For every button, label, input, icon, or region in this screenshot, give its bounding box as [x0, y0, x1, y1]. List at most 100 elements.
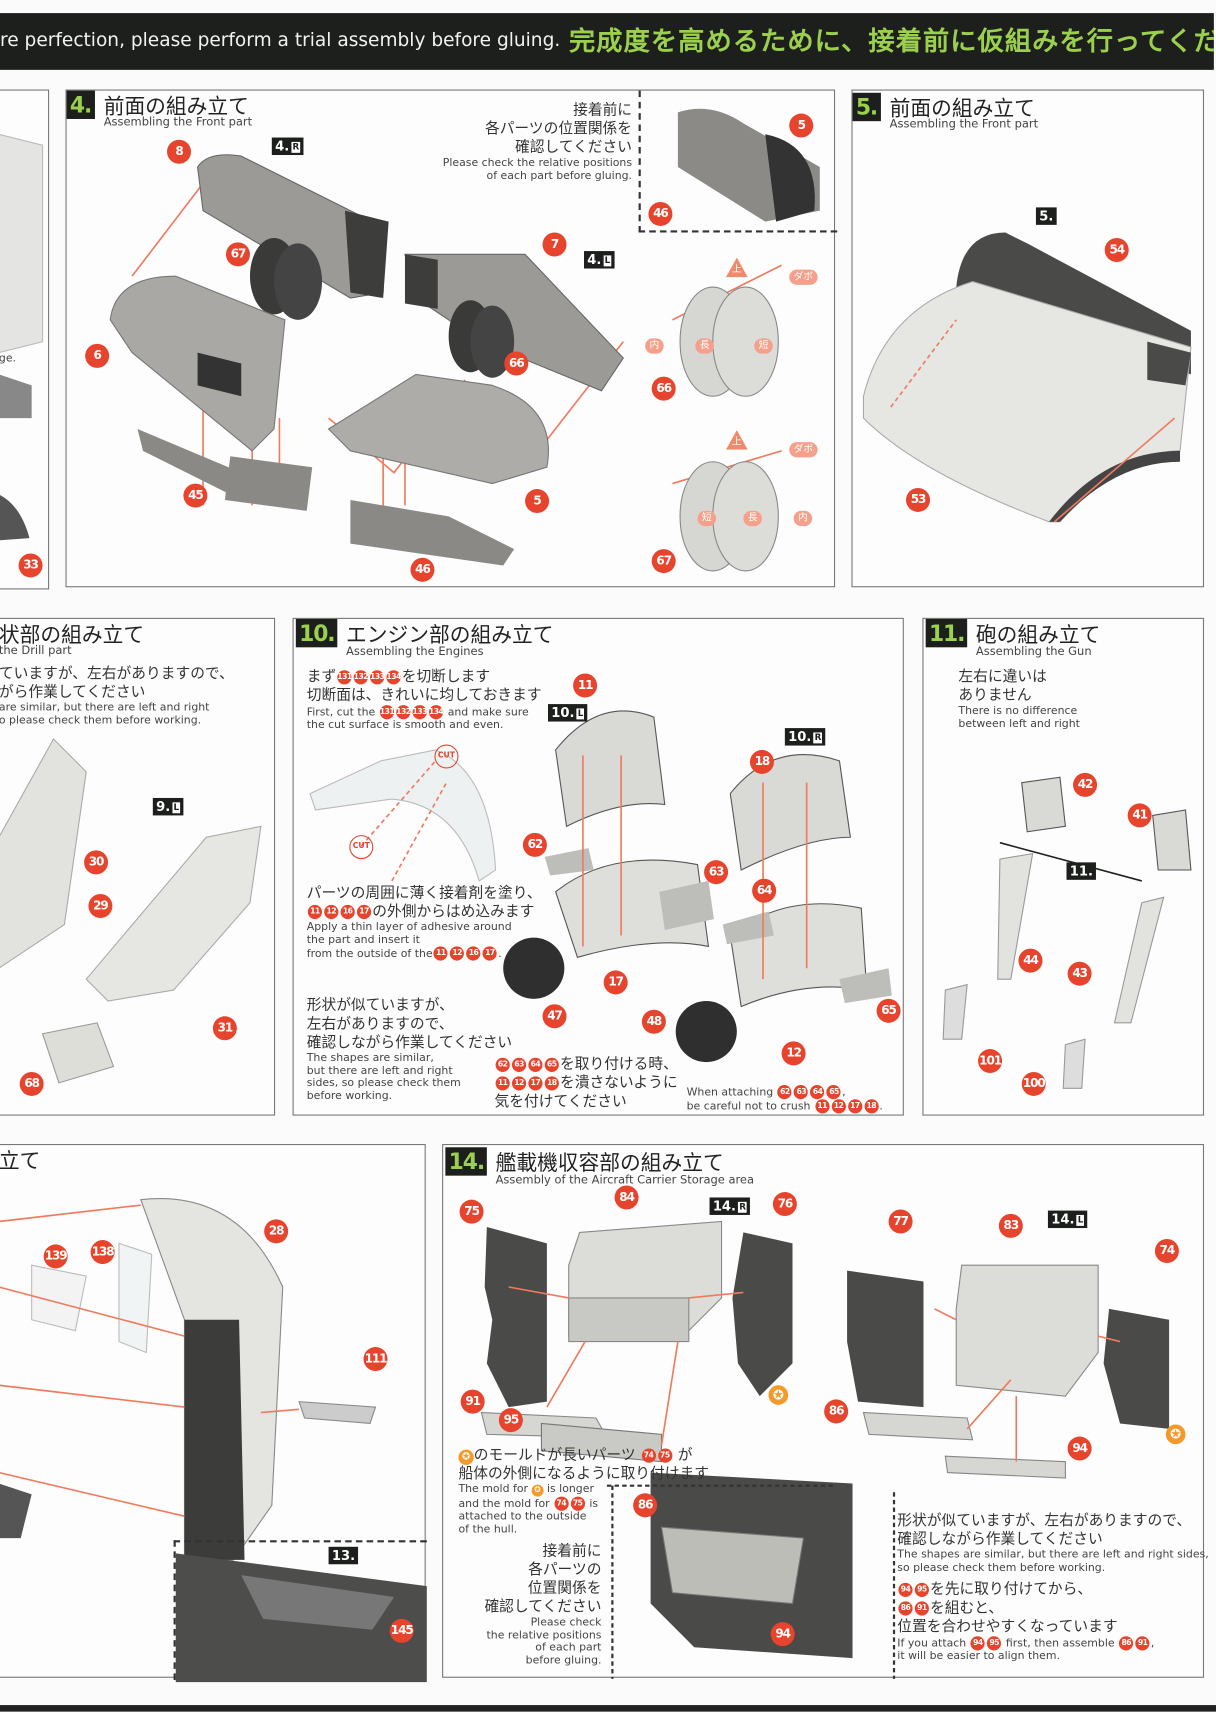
part-badge: 41 — [1127, 803, 1152, 828]
note-line: The mold for ✪ is longer — [458, 1483, 709, 1497]
text: and make sure — [447, 706, 529, 719]
step-subtitle: Assembling the Front part — [103, 115, 253, 129]
part-badge: 18 — [749, 749, 774, 774]
part-badge: 48 — [641, 1009, 666, 1034]
note-line: 確認しながら作業してください — [897, 1530, 1103, 1548]
note-line: 位置関係を — [527, 1579, 602, 1598]
step-4-panel: 4. 前面の組み立て Assembling the Front part 接着前… — [65, 89, 838, 588]
note-line: sides, so please check them — [306, 1077, 461, 1090]
text: が — [677, 1446, 693, 1464]
note-line: 船体の外側になるように取り付けます — [458, 1464, 709, 1483]
check-note: 接着前に 各パーツの位置関係を 確認してください Please check th… — [443, 102, 632, 183]
part-badge: 11 — [573, 673, 598, 698]
note-line: but there are left and right — [306, 1064, 453, 1077]
part-badge: 65 — [876, 998, 901, 1023]
note-line: the cut surface is smooth and even. — [306, 719, 504, 732]
inline-badge: 12 — [324, 904, 339, 919]
note-line: before working. — [306, 1089, 393, 1102]
note-line: 各パーツの — [528, 1560, 602, 1579]
inline-badge: 64 — [810, 1085, 825, 1100]
text: の外側からはめ込みます — [372, 902, 535, 921]
tag-side: L — [172, 801, 181, 813]
note-line: The shapes are similar, but there are le… — [897, 1548, 1209, 1561]
inline-badge: 17 — [847, 1099, 862, 1114]
long-label: 長 — [695, 338, 714, 354]
part-badge: 5 — [525, 489, 550, 514]
banner-english: re perfection, please perform a trial as… — [0, 29, 561, 52]
note-line: がら作業してください — [0, 683, 146, 701]
text: を取り付ける時、 — [559, 1055, 678, 1074]
inline-badge: 11 — [433, 946, 448, 961]
part-badge: 91 — [460, 1389, 485, 1414]
inline-badge: 12 — [831, 1099, 846, 1114]
step-subtitle: Assembling the Gun — [975, 645, 1092, 659]
text: be careful not to crush — [686, 1100, 811, 1113]
inline-badge: 62 — [495, 1057, 510, 1072]
step-title: 艦載機収容部の組み立て — [495, 1151, 724, 1176]
text: from the outside of the — [306, 948, 433, 961]
inline-badge: 132 — [353, 669, 369, 684]
note-line: 位置を合わせやすくなっています — [897, 1617, 1118, 1636]
part-badge: 33 — [18, 553, 43, 578]
inline-badge: 12 — [450, 946, 465, 961]
inline-badge: 63 — [794, 1085, 809, 1100]
part-badge: 29 — [88, 894, 113, 919]
note-line: between left and right — [958, 717, 1080, 730]
part-badge: 28 — [264, 1219, 289, 1244]
part-badge: 139 — [43, 1244, 68, 1269]
tag-number: 9. — [156, 799, 171, 815]
tag-side: R — [813, 731, 823, 743]
part-tag: 4.R — [271, 137, 304, 156]
text: The mold for — [458, 1483, 529, 1496]
star-mold-icon: ✪ — [531, 1484, 544, 1497]
tag-number: 14. — [712, 1198, 737, 1214]
inline-badge: 17 — [482, 946, 498, 961]
part-badge: 42 — [1073, 772, 1098, 797]
note-line: 各パーツの位置関係を — [484, 120, 633, 138]
inline-badge: 65 — [826, 1085, 842, 1100]
part-badge: 12 — [781, 1041, 806, 1066]
step-9-panel: 状部の組み立て the Drill part ていますが、左右がありますので、 … — [0, 617, 276, 1116]
part-illustration — [109, 108, 820, 572]
part-illustration — [0, 738, 262, 1084]
inline-badge: 11 — [307, 904, 323, 919]
tag-number: 10. — [551, 705, 575, 721]
note-line: are similar, but there are left and righ… — [0, 701, 210, 714]
note-line: パーツの周囲に薄く接着剤を塗り、 — [306, 884, 542, 902]
part-tag: 13. — [328, 1546, 359, 1565]
partial-text: ge. — [0, 352, 17, 365]
tag-number: 4. — [587, 252, 602, 268]
part-badge: 66 — [504, 351, 529, 376]
cut-marker: CUT — [434, 744, 459, 769]
check-note: 接着前に 各パーツの 位置関係を 確認してください Please check t… — [484, 1542, 601, 1666]
part-badge: 100 — [1021, 1071, 1046, 1096]
part-badge: 46 — [410, 557, 435, 582]
tag-side: R — [738, 1201, 748, 1213]
tag-side: R — [291, 141, 301, 153]
part-badge: 77 — [888, 1209, 913, 1234]
part-badge: 145 — [389, 1618, 414, 1643]
part-badge: 6 — [85, 343, 110, 368]
part-badge: 76 — [772, 1192, 797, 1217]
step-11-panel: 11. 砲の組み立て Assembling the Gun 左右に違いは ありま… — [922, 617, 1205, 1116]
part-tag: 14.R — [709, 1197, 751, 1215]
note-line: ありません — [958, 686, 1032, 705]
part-badge: 31 — [212, 1016, 237, 1041]
part-badge: 17 — [603, 970, 628, 995]
part-badge: 66 — [651, 376, 676, 401]
part-badge: 95 — [498, 1408, 523, 1433]
inline-badge: 134 — [386, 669, 401, 684]
note-line: the relative positions — [486, 1629, 602, 1642]
inline-badge: 74 — [554, 1496, 569, 1511]
inline-badge: 17 — [528, 1075, 543, 1090]
step-number: 10. — [295, 618, 338, 648]
note-line: Apply a thin layer of adhesive around — [306, 921, 512, 934]
inline-badge: 95 — [987, 1636, 1002, 1651]
inline-badge: 131 — [379, 705, 395, 720]
